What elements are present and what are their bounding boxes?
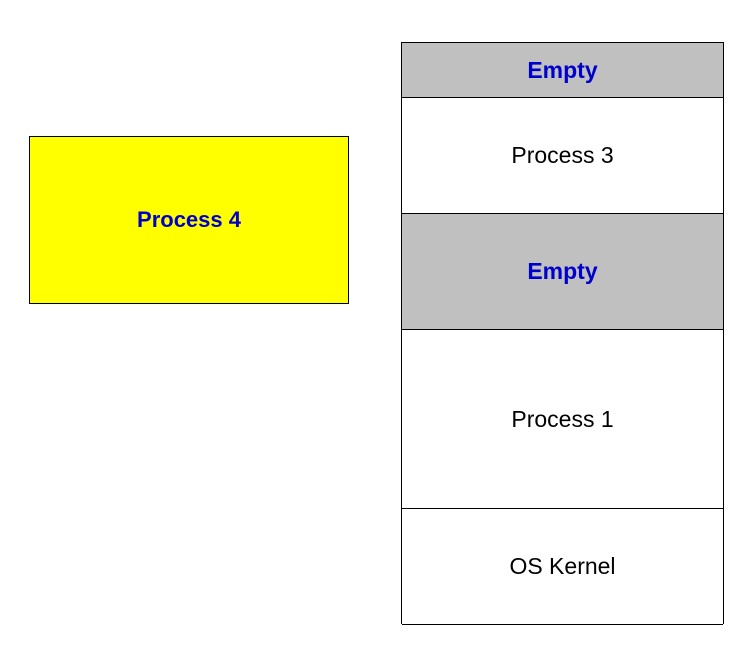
- memory-block-process-3: Process 3: [402, 98, 723, 214]
- memory-block-label: Process 1: [511, 405, 614, 432]
- memory-block-process-1: Process 1: [402, 330, 723, 509]
- memory-block-label: Process 3: [511, 142, 614, 168]
- memory-block-label: Empty: [527, 258, 598, 284]
- memory-block-label: OS Kernel: [509, 553, 616, 579]
- incoming-process-label: Process 4: [137, 207, 241, 232]
- memory-block-empty-middle: Empty: [402, 214, 723, 330]
- memory-block-os-kernel: OS Kernel: [402, 509, 723, 625]
- memory-block-empty-top: Empty: [402, 43, 723, 98]
- incoming-process-box: Process 4: [29, 136, 349, 304]
- memory-block-label: Empty: [527, 56, 598, 83]
- memory-stack: Empty Process 3 Empty Process 1 OS Kerne…: [401, 42, 724, 625]
